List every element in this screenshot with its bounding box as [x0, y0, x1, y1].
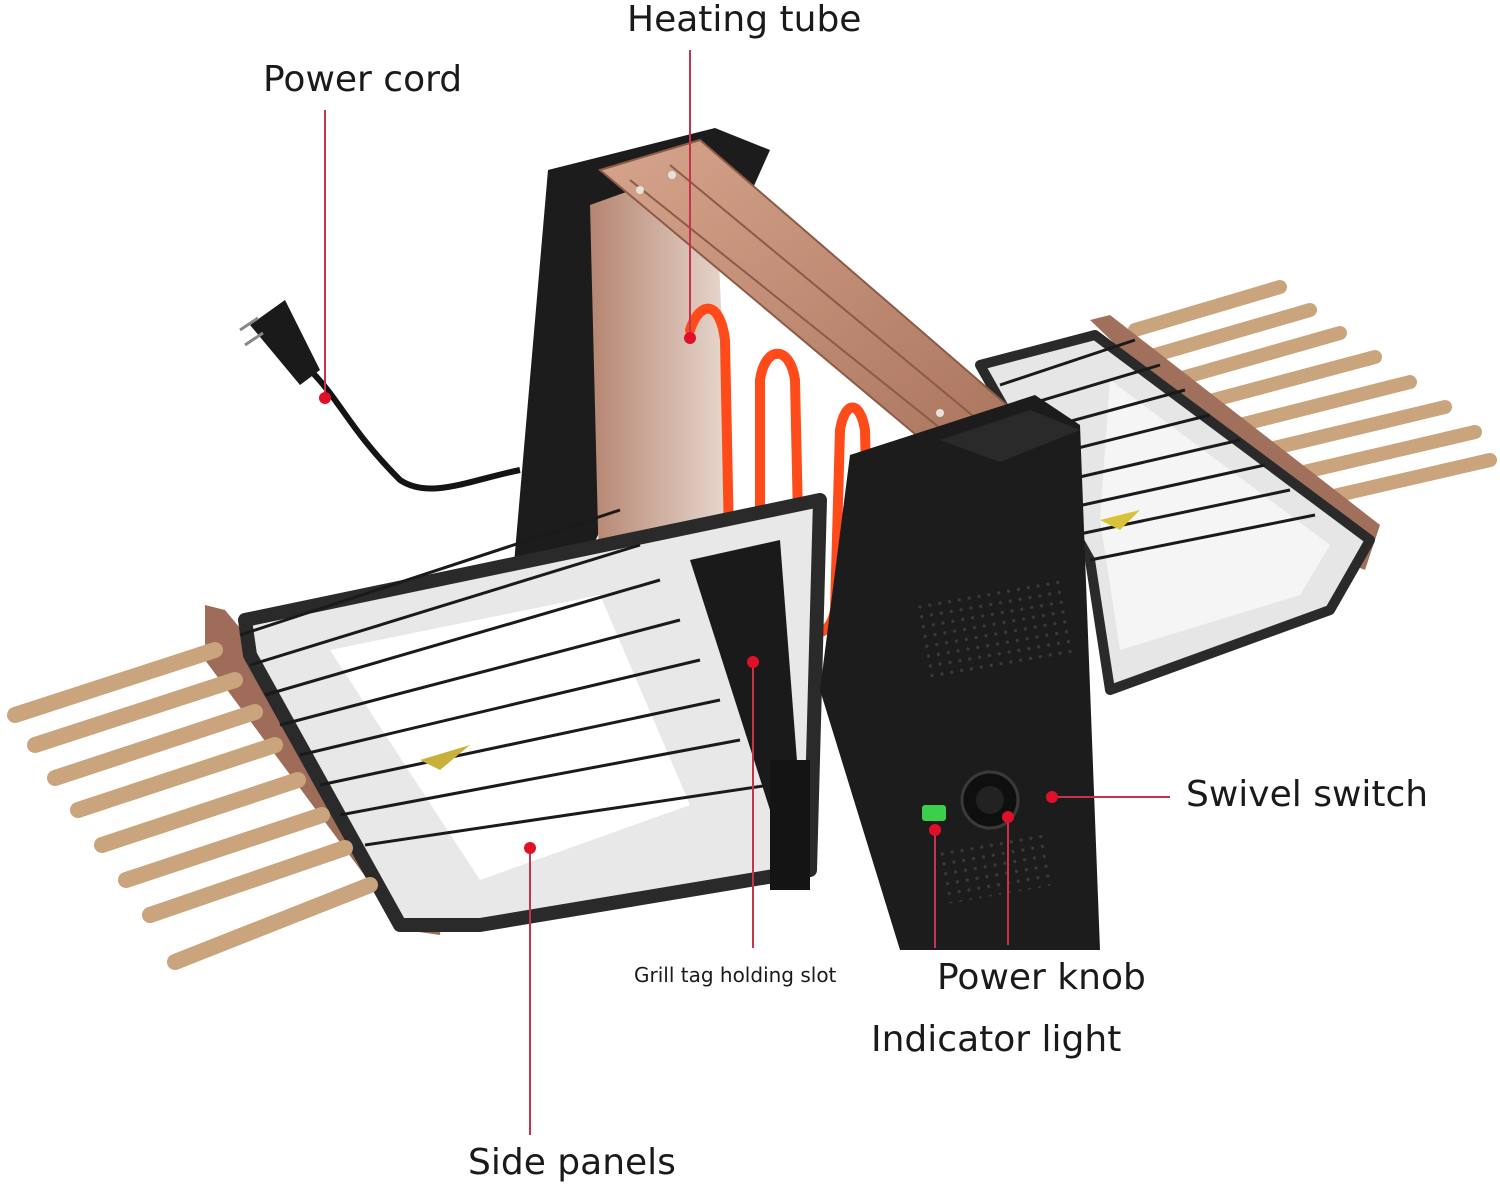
swivel-switch-label: Swivel switch: [1186, 774, 1429, 815]
indicator-light-label: Indicator light: [871, 1019, 1122, 1060]
heating-tube-label: Heating tube: [627, 0, 862, 40]
leader-lines: [324, 50, 1170, 1135]
marker-dots: [319, 332, 1058, 854]
left-tray: [238, 493, 827, 932]
power-cord-shape: [239, 300, 521, 492]
left-skewer-handles: [7, 642, 378, 970]
front-housing: [770, 395, 1100, 950]
heating-element: [685, 303, 875, 645]
side-panels-label: Side panels: [468, 1142, 676, 1183]
grill-tag-holding-slot-label: Grill tag holding slot: [634, 963, 837, 987]
power-cord-label: Power cord: [263, 59, 463, 100]
indicator-led: [922, 805, 946, 821]
power-knob-label: Power knob: [937, 957, 1146, 998]
inner-side-panel: [590, 160, 730, 610]
